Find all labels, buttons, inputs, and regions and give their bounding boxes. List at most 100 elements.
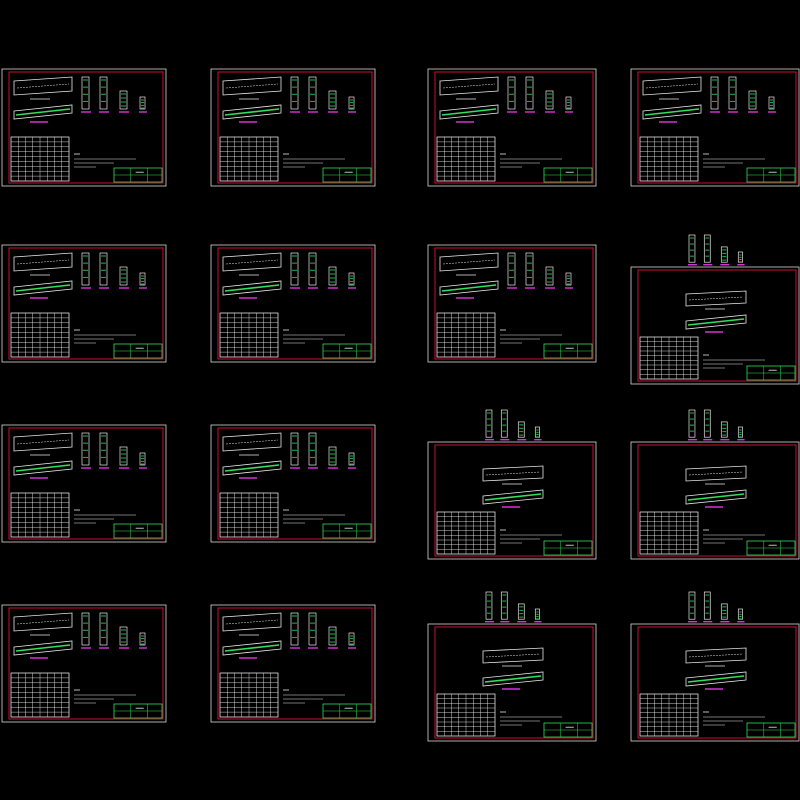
sheet-12-section-4 xyxy=(737,426,743,438)
sheet-4-beam-centerline xyxy=(645,83,699,89)
sheet-6-inner-frame xyxy=(217,247,373,360)
sheet-9-outer-frame xyxy=(1,424,167,543)
sheet-5-beam-centerline xyxy=(16,259,70,265)
sheet-8-section-1 xyxy=(688,234,696,263)
sheet-10-plan-outline xyxy=(222,460,282,476)
sheet-11-section-3 xyxy=(517,421,525,438)
sheet-14-plan-outline xyxy=(222,640,282,656)
sheet-6-beam-centerline xyxy=(225,259,279,265)
sheet-12-beam-outline xyxy=(685,465,747,482)
sheet-4-section-4 xyxy=(768,96,775,110)
sheet-2-inner-frame xyxy=(217,71,373,184)
sheet-13-beam-centerline xyxy=(16,619,70,625)
sheet-7 xyxy=(427,244,597,363)
sheet-6-section-4 xyxy=(348,272,355,286)
sheet-14-section-2 xyxy=(308,612,317,646)
sheet-16-section-2 xyxy=(703,591,711,620)
sheet-1-section-1 xyxy=(81,76,90,110)
sheet-15-section-4 xyxy=(534,608,540,620)
sheet-9-inner-frame xyxy=(8,427,164,540)
sheet-10-inner-frame xyxy=(217,427,373,540)
sheet-9-beam-centerline xyxy=(16,439,70,445)
sheet-13-plan-outline xyxy=(13,640,73,656)
sheet-15-plan-outline xyxy=(482,671,544,687)
sheet-4-plan-rebar xyxy=(644,108,700,116)
sheet-11-plan-outline xyxy=(482,489,544,505)
sheet-10-section-2 xyxy=(308,432,317,466)
sheet-8-section-3 xyxy=(720,246,728,263)
sheet-8 xyxy=(630,234,800,385)
sheet-1 xyxy=(1,68,167,187)
sheet-15-section-2 xyxy=(500,591,508,620)
sheet-2-beam-outline xyxy=(222,76,282,96)
sheet-14-section-4 xyxy=(348,632,355,646)
sheet-10-section-1 xyxy=(290,432,299,466)
sheet-6-outer-frame xyxy=(210,244,376,363)
sheet-15-section-3 xyxy=(517,603,525,620)
sheet-14-outer-frame xyxy=(210,604,376,723)
sheet-5-section-4 xyxy=(139,272,146,286)
sheet-2-section-3 xyxy=(328,90,337,110)
sheet-12-section-1 xyxy=(688,409,696,438)
sheet-7-beam-centerline xyxy=(442,259,496,265)
sheet-9-section-2 xyxy=(99,432,108,466)
sheet-10-section-3 xyxy=(328,446,337,466)
sheet-11-outer-frame xyxy=(427,441,597,560)
sheet-6-plan-outline xyxy=(222,280,282,296)
sheet-14 xyxy=(210,604,376,723)
sheet-4-section-3 xyxy=(748,90,757,110)
sheet-12-section-3 xyxy=(720,421,728,438)
sheet-4-outer-frame xyxy=(630,68,800,187)
sheet-1-beam-outline xyxy=(13,76,73,96)
sheet-3 xyxy=(427,68,597,187)
sheet-10-beam-centerline xyxy=(225,439,279,445)
sheet-16-section-1 xyxy=(688,591,696,620)
sheet-6-section-1 xyxy=(290,252,299,286)
sheet-11-plan-rebar xyxy=(484,493,542,501)
sheet-15-beam-outline xyxy=(482,647,544,664)
sheet-4-plan-outline xyxy=(642,104,702,120)
sheet-4-section-2 xyxy=(728,76,737,110)
sheet-7-section-1 xyxy=(507,252,516,286)
sheet-9-section-3 xyxy=(119,446,128,466)
sheet-13-section-4 xyxy=(139,632,146,646)
sheet-2-plan-rebar xyxy=(224,108,280,116)
sheet-3-section-1 xyxy=(507,76,516,110)
sheet-3-section-4 xyxy=(565,96,572,110)
sheet-2-section-2 xyxy=(308,76,317,110)
sheet-9-section-4 xyxy=(139,452,146,466)
sheet-16 xyxy=(630,591,800,742)
sheet-11-inner-frame xyxy=(434,444,594,557)
sheet-8-beam-outline xyxy=(685,290,747,307)
sheet-16-outer-frame xyxy=(630,623,800,742)
sheet-10-section-4 xyxy=(348,452,355,466)
sheet-14-beam-outline xyxy=(222,612,282,632)
sheet-12 xyxy=(630,409,800,560)
sheet-13-section-3 xyxy=(119,626,128,646)
sheet-2-section-4 xyxy=(348,96,355,110)
sheet-13-section-2 xyxy=(99,612,108,646)
sheet-10 xyxy=(210,424,376,543)
sheet-7-outer-frame xyxy=(427,244,597,363)
sheet-14-section-3 xyxy=(328,626,337,646)
sheet-2-beam-centerline xyxy=(225,83,279,89)
sheet-8-plan-outline xyxy=(685,314,747,330)
sheet-7-plan-outline xyxy=(439,280,499,296)
sheet-6-plan-rebar xyxy=(224,284,280,292)
sheet-3-section-3 xyxy=(545,90,554,110)
sheet-15-plan-rebar xyxy=(484,675,542,683)
sheet-11-section-4 xyxy=(534,426,540,438)
sheet-7-section-3 xyxy=(545,266,554,286)
sheet-1-plan-outline xyxy=(13,104,73,120)
sheet-16-plan-outline xyxy=(685,671,747,687)
sheet-13-plan-rebar xyxy=(15,644,71,652)
sheet-3-plan-outline xyxy=(439,104,499,120)
sheet-9-section-1 xyxy=(81,432,90,466)
sheet-5-plan-rebar xyxy=(15,284,71,292)
sheet-4-inner-frame xyxy=(637,71,797,184)
sheet-16-section-3 xyxy=(720,603,728,620)
sheet-6-section-2 xyxy=(308,252,317,286)
sheet-5-inner-frame xyxy=(8,247,164,360)
sheet-1-plan-rebar xyxy=(15,108,71,116)
